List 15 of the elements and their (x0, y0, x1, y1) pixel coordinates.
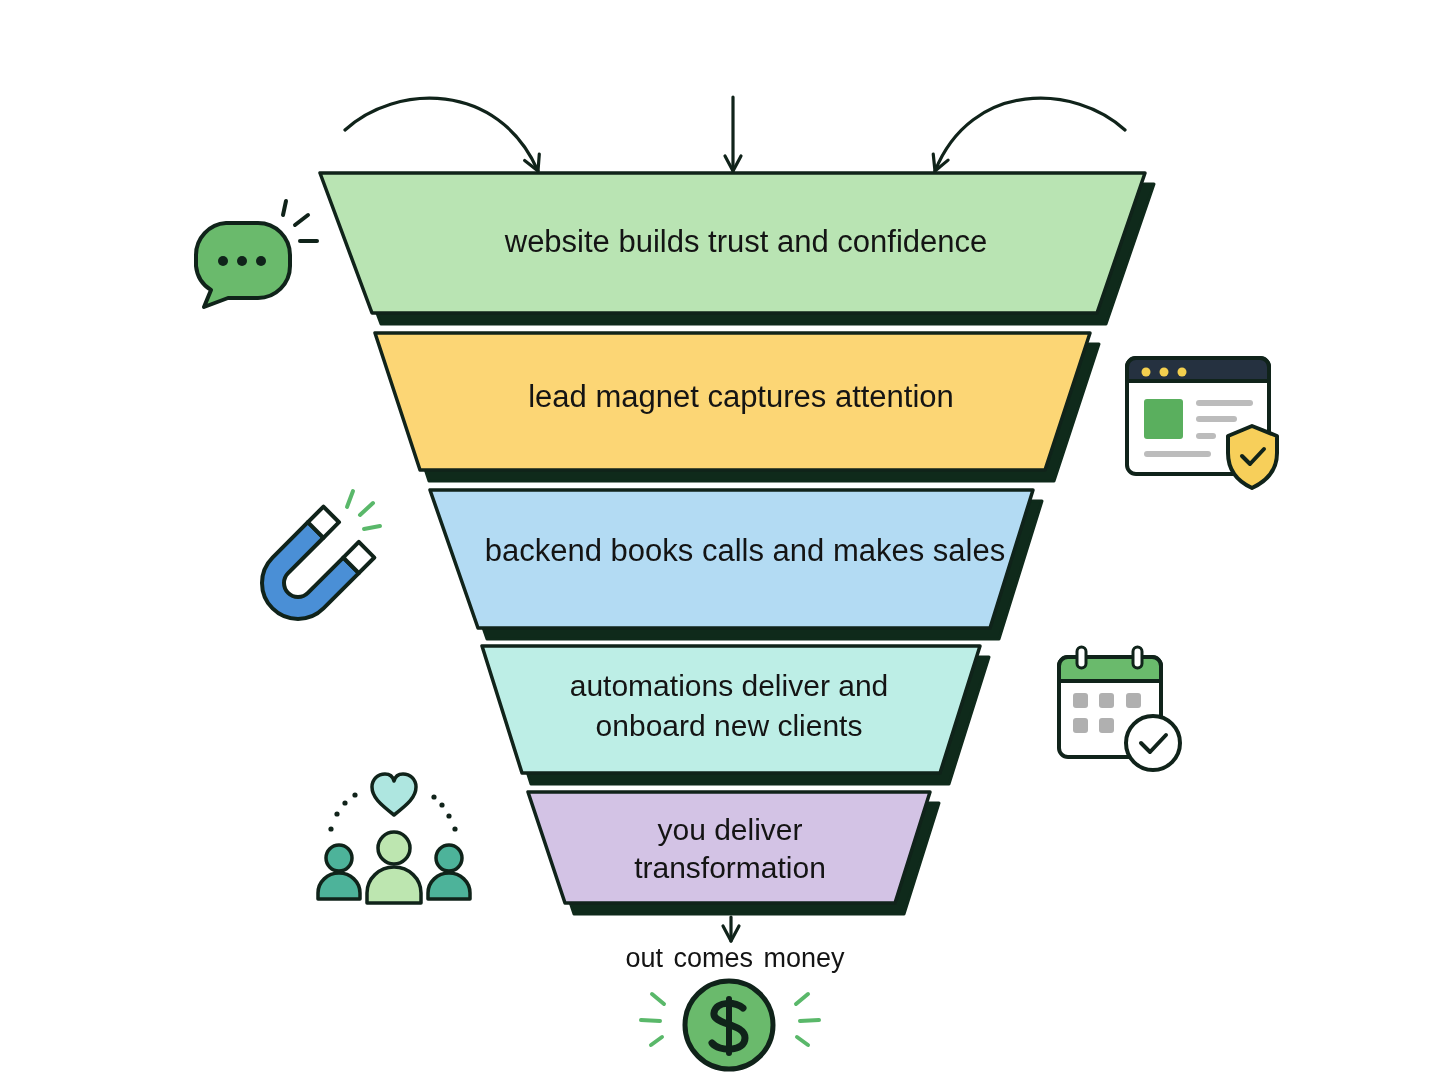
curved-arrow (933, 96, 1127, 173)
stage-text: automations deliver and onboard new clients (568, 668, 890, 744)
curved-arrow (343, 96, 540, 173)
funnel-stage (526, 790, 941, 916)
funnel-stage (428, 488, 1044, 641)
funnel-stage (373, 331, 1101, 483)
stage-text: backend books calls and makes sales (484, 532, 1006, 570)
funnel-stage (318, 171, 1156, 326)
stage-text: lead magnet captures attention (528, 378, 954, 416)
result-text: out comes money (625, 941, 845, 975)
arrow (723, 95, 743, 173)
funnel-stage (480, 644, 991, 786)
stage-text: you deliver transformation (633, 812, 827, 886)
stage-text: website builds trust and confidence (504, 223, 988, 261)
arrow (721, 915, 741, 943)
